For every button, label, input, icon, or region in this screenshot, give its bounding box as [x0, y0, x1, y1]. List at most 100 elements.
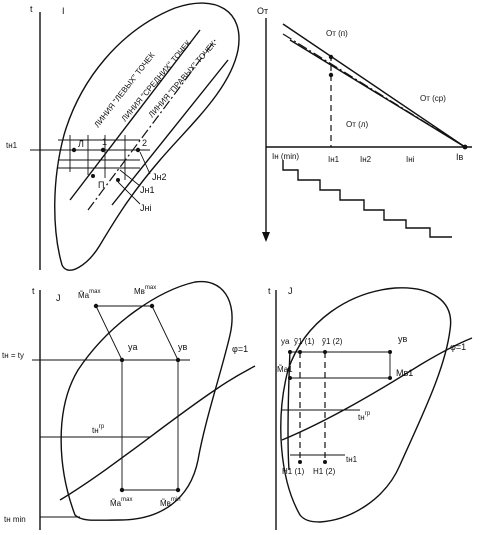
br-point-yb [388, 350, 392, 354]
br-i-axis-label: J [288, 286, 293, 296]
tr-staircase [282, 160, 452, 238]
bl-point-ma-min [119, 487, 125, 493]
bl-ma-max-sup: max [89, 289, 100, 295]
br-envelope-curve [280, 287, 452, 523]
br-label-y11: ỹ1 (1) [294, 337, 315, 346]
tl-leader-ini [117, 181, 141, 205]
tl-middle-points-line [87, 39, 216, 211]
br-point-h11 [298, 460, 302, 464]
tr-point-bottom [328, 72, 334, 78]
bl-phi-label: φ=1 [232, 344, 248, 354]
tl-point-i [116, 178, 120, 182]
bl-tn-ty-label: tн = ty [2, 351, 24, 360]
br-ya-curve [287, 349, 291, 471]
tl-label-in1: Jн1 [140, 185, 154, 195]
tl-point-P [91, 174, 95, 178]
bl-label-ya: yа [128, 342, 138, 352]
tl-left-points-line [69, 29, 201, 201]
tl-leader-in1 [119, 169, 141, 187]
bl-point-yb [175, 357, 181, 363]
tl-label-L: Л [78, 139, 84, 149]
bl-ma-max-main: M̃а [78, 291, 90, 300]
bl-point-mb-min [175, 487, 181, 493]
panel-bottom-right: t J φ=1 yа ỹ1 (1) ỹ1 (2) yв M̃а1 Mв1 tнг… [268, 286, 473, 530]
bl-label-ma-max: M̃аmax [78, 289, 100, 300]
bl-t-axis-label: t [32, 286, 35, 296]
tl-envelope-curve [54, 2, 240, 271]
tr-line-on-top [282, 23, 466, 148]
bl-envelope-curve [60, 280, 233, 521]
tl-grid [58, 135, 140, 180]
tl-point-2 [135, 147, 141, 153]
br-label-h11: H1 (1) [282, 467, 305, 476]
bl-label-ma-min: M̃аmax [110, 497, 132, 508]
bl-i-axis-label: J [56, 293, 61, 303]
br-label-mb1: Mв1 [396, 368, 413, 378]
bl-ma-min-main: M̃а [110, 499, 122, 508]
bl-phi-curve [59, 365, 256, 501]
bl-point-mb-max [149, 303, 155, 309]
tl-label-P: П [98, 180, 104, 190]
br-label-y12: ỹ1 (2) [322, 337, 343, 346]
panel-top-right: Oт Oт (п) Oт (ср) Oт (л) Iн (min) Iн1 Iн… [257, 6, 472, 242]
tl-label-in2: Jн2 [152, 172, 166, 182]
bl-tngp-label: tнгр [92, 424, 105, 435]
br-point-mb1 [388, 376, 392, 380]
tr-label-ii: Iнi [406, 155, 415, 164]
tr-label-ocp: Oт (ср) [420, 94, 446, 103]
br-point-ya [288, 350, 292, 354]
bl-point-ya [119, 357, 125, 363]
tr-line-on-bottom [289, 39, 466, 148]
tl-label-ini: Jнi [140, 203, 151, 213]
tr-point-top [328, 54, 334, 60]
tl-right-points-line [111, 59, 229, 206]
tr-label-on-top: Oт (п) [326, 29, 348, 38]
bl-mb-max-sup: max [145, 285, 156, 291]
br-point-h12 [323, 460, 327, 464]
tl-i-axis-label: I [62, 6, 65, 16]
panel-top-left: t I ЛИНИЯ "ЛЕВЫХ" ТОЧЕК ЛИНИЯ "СРЕДНИХ" … [6, 2, 240, 271]
bl-tnmin-label: tн min [4, 515, 26, 524]
bl-mb-min-main: M̃в [160, 499, 171, 508]
br-point-ma1 [288, 376, 292, 380]
bl-label-yb: yв [178, 342, 188, 352]
tl-label-1: 1 [102, 137, 107, 147]
tl-tn1-label: tн1 [6, 141, 18, 150]
tl-label-2: 2 [142, 138, 147, 148]
tr-label-i1: Iн1 [328, 155, 340, 164]
tl-t-axis-label: t [30, 4, 33, 14]
tr-label-on-bottom: Oт (л) [346, 120, 368, 129]
bl-point-ma-max [93, 303, 99, 309]
br-label-h12: H1 (2) [313, 467, 336, 476]
tl-point-1 [100, 147, 106, 153]
tr-o-axis-arrow [262, 232, 270, 242]
bl-tngp-main: tн [92, 426, 99, 435]
tl-point-L [71, 147, 77, 153]
tr-o-axis-label: Oт [257, 6, 268, 16]
br-point-y12 [323, 350, 327, 354]
bl-ma-min-sup: max [121, 497, 132, 503]
br-phi-curve [281, 337, 473, 441]
br-label-tn1: tн1 [346, 455, 358, 464]
tr-point-end [462, 144, 468, 150]
br-t-axis-label: t [268, 286, 271, 296]
br-label-gp: tнгр [358, 411, 371, 422]
br-gp-main: tн [358, 413, 365, 422]
br-point-y11 [298, 350, 302, 354]
bl-mb-max-main: Mв [134, 287, 145, 296]
panel-bottom-left: t J φ=1 tн = ty tнгр tн min M̃аmax Mвmax… [2, 280, 256, 530]
tr-label-i2: Iн2 [360, 155, 372, 164]
bl-mb-min-sup: min [171, 497, 181, 503]
bl-tngp-sup: гр [99, 424, 105, 430]
tr-label-i-min: Iн (min) [272, 152, 299, 161]
br-gp-sup: гр [365, 411, 371, 417]
tl-leader-in2 [139, 151, 151, 175]
br-phi-label: φ=1 [450, 342, 466, 352]
br-label-ya: yа [281, 337, 290, 346]
tr-label-ib: Iв [456, 152, 464, 162]
br-label-yb: yв [398, 334, 408, 344]
bl-label-mb-max: Mвmax [134, 285, 156, 296]
br-label-ma1: M̃а1 [277, 365, 293, 374]
bl-label-mb-min: M̃вmin [160, 497, 181, 508]
